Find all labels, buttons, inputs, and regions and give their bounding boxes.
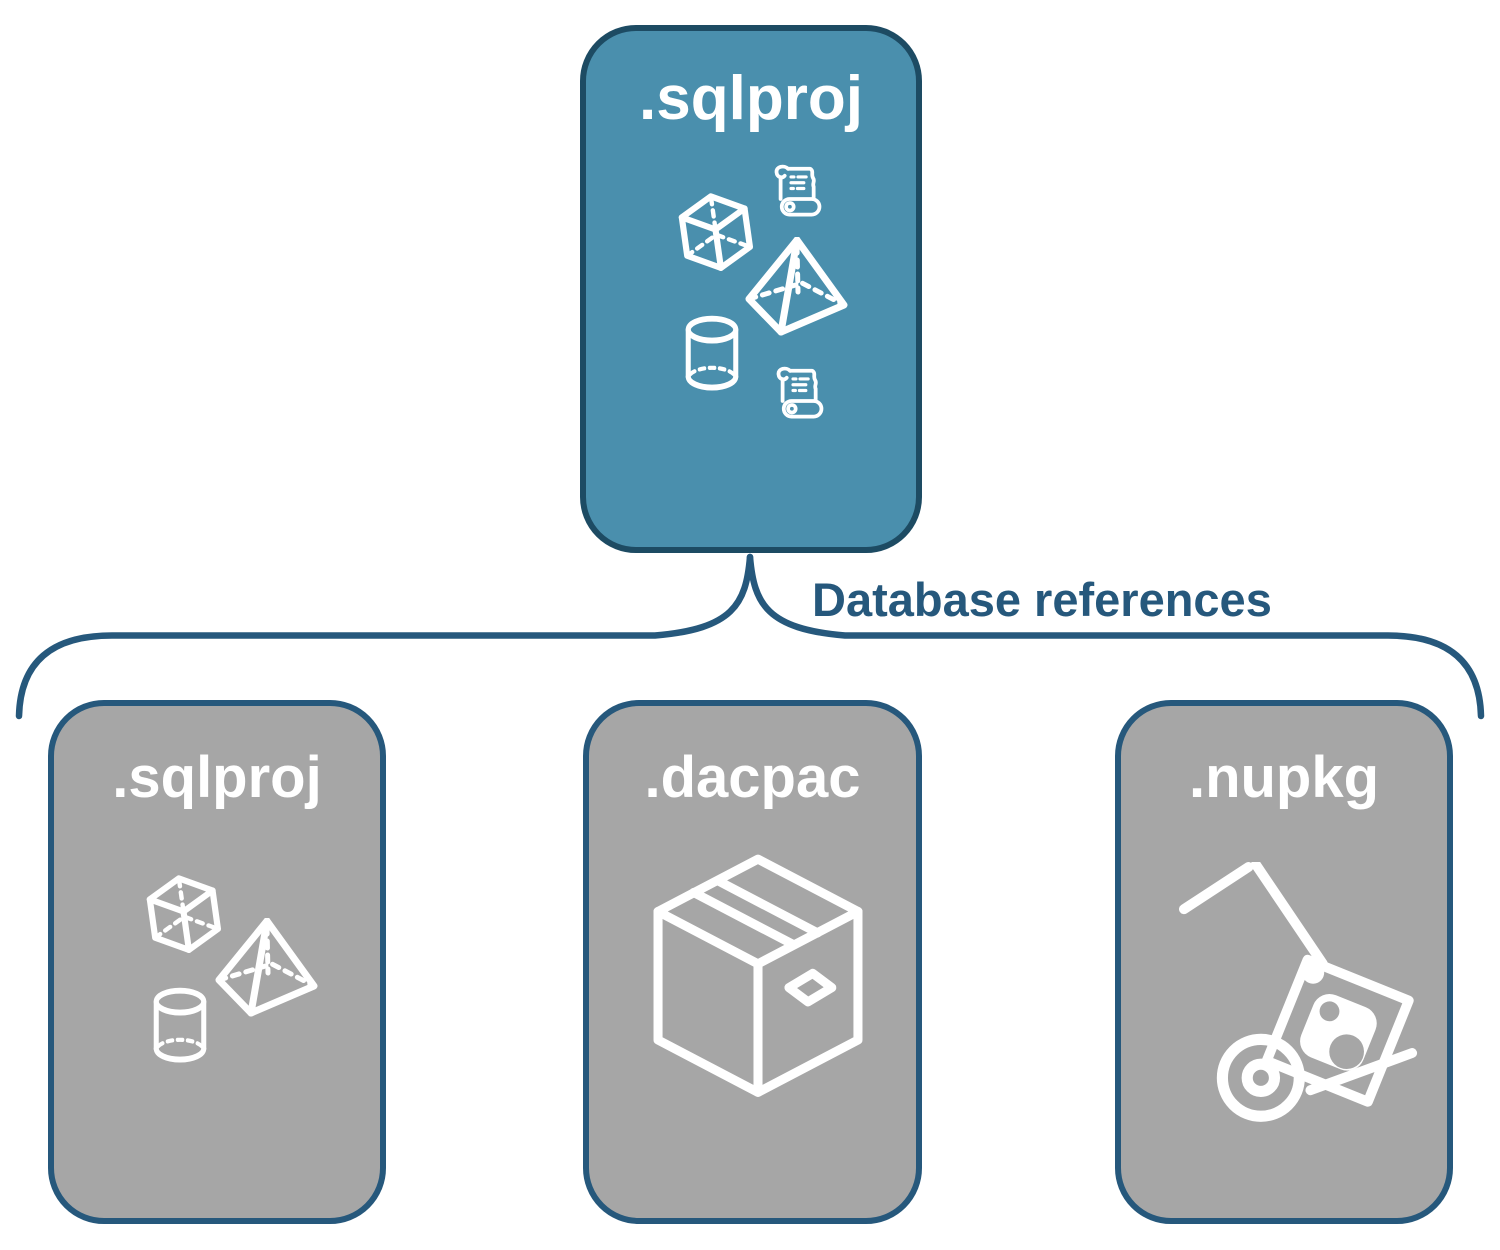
scroll-icon xyxy=(769,163,827,221)
cylinder-icon xyxy=(676,312,748,396)
pyramid-icon xyxy=(214,918,320,1018)
child-node-label: .dacpac xyxy=(644,745,861,810)
child-node-label: .sqlproj xyxy=(112,745,322,810)
package-box-icon xyxy=(639,840,877,1121)
nuget-hand-truck-icon xyxy=(1179,862,1427,1125)
cylinder-icon xyxy=(144,984,216,1068)
pyramid-icon xyxy=(744,237,850,337)
child-node-dacpac: .dacpac xyxy=(583,700,922,1224)
child-node-sqlproj: .sqlproj xyxy=(48,700,386,1224)
child-node-nupkg: .nupkg xyxy=(1115,700,1453,1224)
root-node-sqlproj: .sqlproj xyxy=(580,25,922,553)
cube-icon xyxy=(672,189,760,277)
scroll-icon xyxy=(771,365,829,423)
connector-label: Database references xyxy=(812,573,1272,626)
cube-icon xyxy=(140,871,228,959)
child-node-label: .nupkg xyxy=(1188,745,1380,810)
root-node-label: .sqlproj xyxy=(639,64,863,133)
